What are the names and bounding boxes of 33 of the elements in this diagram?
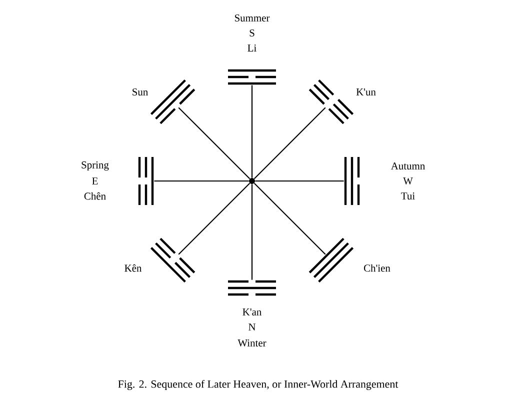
caption: Fig. 2. Sequence of Later Heaven, or Inner-World Arrangement [118,380,398,390]
trigram-label: Autumn [390,162,425,170]
spoke-line [178,182,250,255]
spoke-line [254,107,326,180]
trigram-symbol [344,157,360,205]
trigram-label: E [92,178,98,184]
trigram-label: K'un [356,88,376,96]
trigram-label: Ch'ien [364,264,390,272]
spoke-line [251,184,253,280]
spoke-line [255,180,344,182]
trigram-label: Spring [82,161,109,171]
trigram-symbol [308,79,354,124]
trigram-label: Chên [84,192,106,200]
trigram-label: N [248,324,256,330]
trigram-label: K'an [242,308,262,316]
trigram-label: Winter [238,339,266,347]
spoke-line [251,85,253,178]
trigram-label: Kên [124,264,142,272]
trigram-label: Li [248,44,256,52]
trigram-symbol [138,157,154,205]
spoke-line [254,182,326,255]
trigram-label: Tui [401,192,415,200]
spoke-line [154,180,249,182]
spoke-line [178,107,250,180]
trigram-symbol [150,79,196,124]
trigram-label: Summer [234,14,270,22]
trigram-label: S [250,30,254,37]
trigram-symbol [150,238,196,283]
trigram-label: Sun [132,88,148,96]
trigram-symbol [228,280,276,296]
trigram-symbol [308,238,354,283]
trigram-label: W [403,178,413,184]
trigram-symbol [228,69,276,85]
